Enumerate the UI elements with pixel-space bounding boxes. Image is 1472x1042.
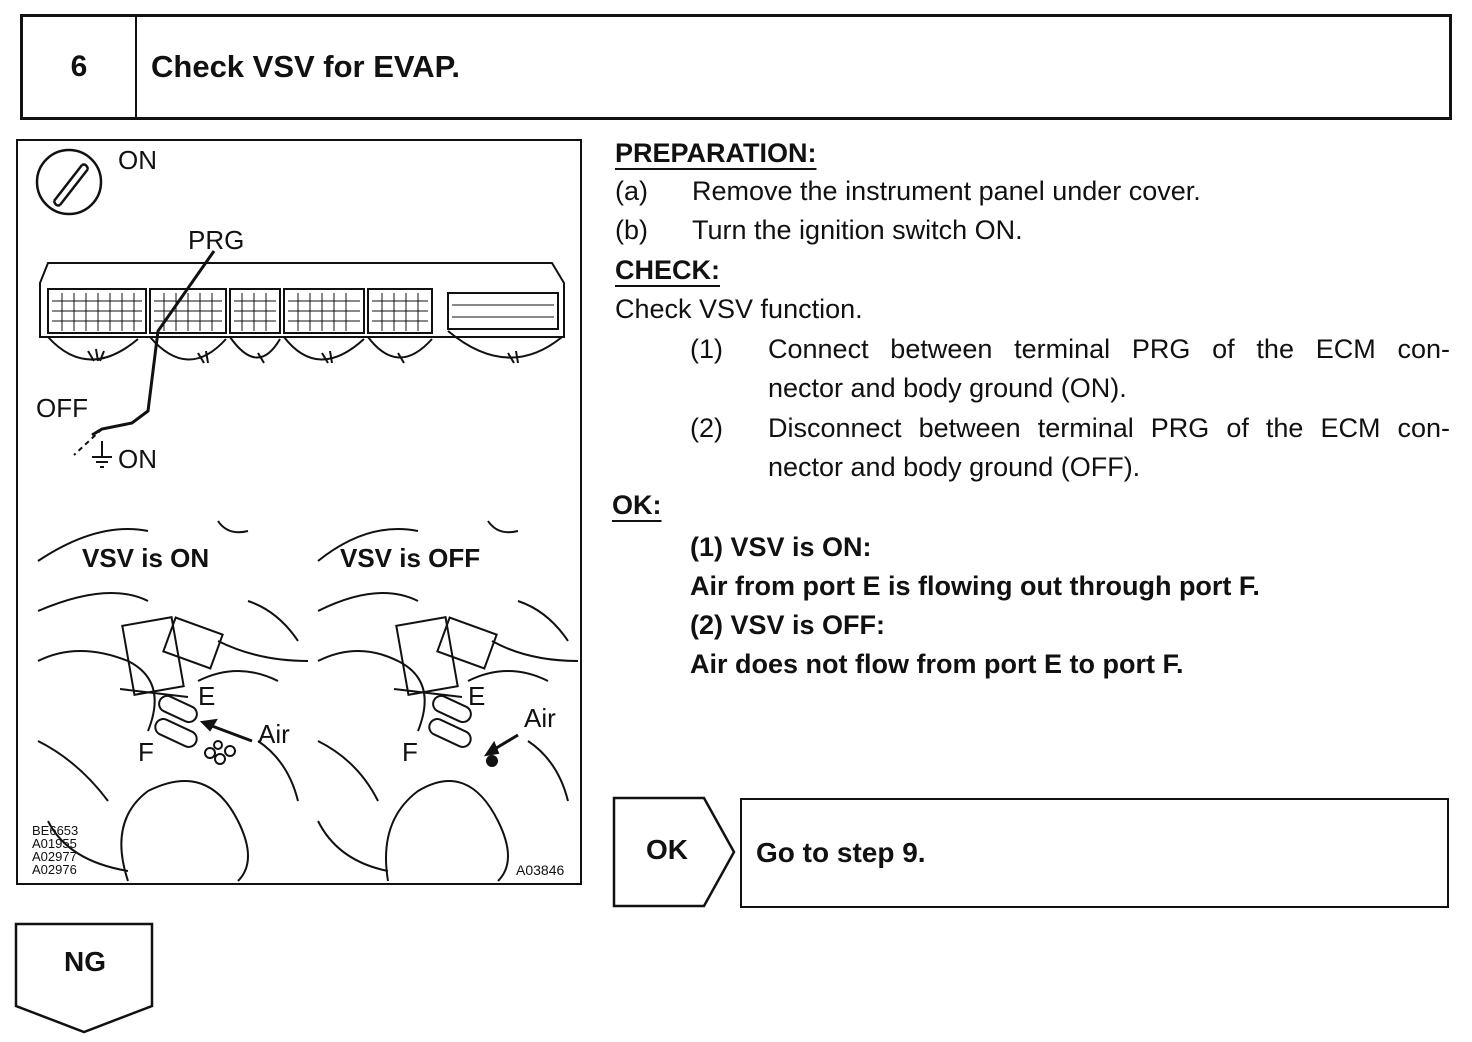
prep-step-a: Remove the instrument panel under cover. bbox=[692, 176, 1201, 206]
check-step-2-line1: Disconnect between terminal PRG of the E… bbox=[768, 413, 1450, 443]
ok-action-text: Go to step 9. bbox=[756, 837, 926, 868]
ok-line-4: Air does not flow from port E to port F. bbox=[690, 649, 1184, 679]
ecm-connector-drawing bbox=[39, 262, 565, 364]
ground-icon bbox=[92, 441, 112, 468]
prep-marker-a: (a) bbox=[615, 176, 648, 206]
ng-branch-label: NG bbox=[64, 946, 106, 977]
figure-code: A03846 bbox=[516, 862, 564, 878]
port-f-label-on: F bbox=[138, 737, 154, 767]
ref-code: A01955 bbox=[32, 836, 77, 851]
prg-label: PRG bbox=[188, 225, 244, 255]
prep-step-b: Turn the ignition switch ON. bbox=[692, 215, 1023, 245]
ok-branch-arrow bbox=[612, 796, 736, 908]
vsv-on-title: VSV is ON bbox=[82, 543, 209, 573]
port-f-label-off: F bbox=[402, 737, 418, 767]
ref-code: A02976 bbox=[32, 862, 77, 877]
reference-codes: BE6653 A01955 A02977 A02976 bbox=[32, 823, 78, 877]
ng-branch-arrow bbox=[14, 922, 154, 1034]
switch-off-label: OFF bbox=[36, 393, 88, 423]
step-header: 6 Check VSV for EVAP. bbox=[20, 14, 1452, 120]
ref-code: A02977 bbox=[32, 849, 77, 864]
check-heading: CHECK: bbox=[615, 255, 720, 285]
air-label-on: Air bbox=[258, 719, 290, 749]
ignition-on-label: ON bbox=[118, 145, 157, 175]
step-number: 6 bbox=[23, 17, 137, 117]
ref-code: BE6653 bbox=[32, 823, 78, 838]
illustration-panel: ON PRG OFF ON VSV is ON VSV is bbox=[16, 139, 582, 885]
step-title: Check VSV for EVAP. bbox=[151, 49, 460, 84]
port-e-label-off: E bbox=[468, 681, 485, 711]
preparation-heading: PREPARATION: bbox=[615, 138, 817, 168]
port-e-label-on: E bbox=[198, 681, 215, 711]
vsv-off-drawing bbox=[317, 520, 579, 882]
ok-line-2: Air from port E is flowing out through p… bbox=[690, 571, 1260, 601]
ok-branch-label: OK bbox=[646, 834, 688, 865]
check-intro: Check VSV function. bbox=[615, 294, 863, 324]
vsv-off-title: VSV is OFF bbox=[340, 543, 480, 573]
ok-heading: OK: bbox=[612, 490, 662, 520]
check-marker-1: (1) bbox=[690, 334, 723, 364]
check-step-2-line2: nector and body ground (OFF). bbox=[768, 452, 1141, 482]
ok-line-3: (2) VSV is OFF: bbox=[690, 610, 886, 640]
air-label-off: Air bbox=[524, 703, 556, 733]
vsv-on-drawing bbox=[37, 520, 309, 882]
ok-line-1: (1) VSV is ON: bbox=[690, 532, 872, 562]
switch-on-label: ON bbox=[118, 444, 157, 474]
check-marker-2: (2) bbox=[690, 413, 723, 443]
prep-marker-b: (b) bbox=[615, 215, 648, 245]
vsv-illustration: ON PRG OFF ON VSV is ON VSV is bbox=[32, 145, 579, 882]
ok-action-box: Go to step 9. bbox=[740, 798, 1449, 908]
check-step-1-line1: Connect between terminal PRG of the ECM … bbox=[768, 334, 1450, 364]
check-step-1-line2: nector and body ground (ON). bbox=[768, 373, 1127, 403]
ignition-key-icon bbox=[35, 148, 103, 216]
